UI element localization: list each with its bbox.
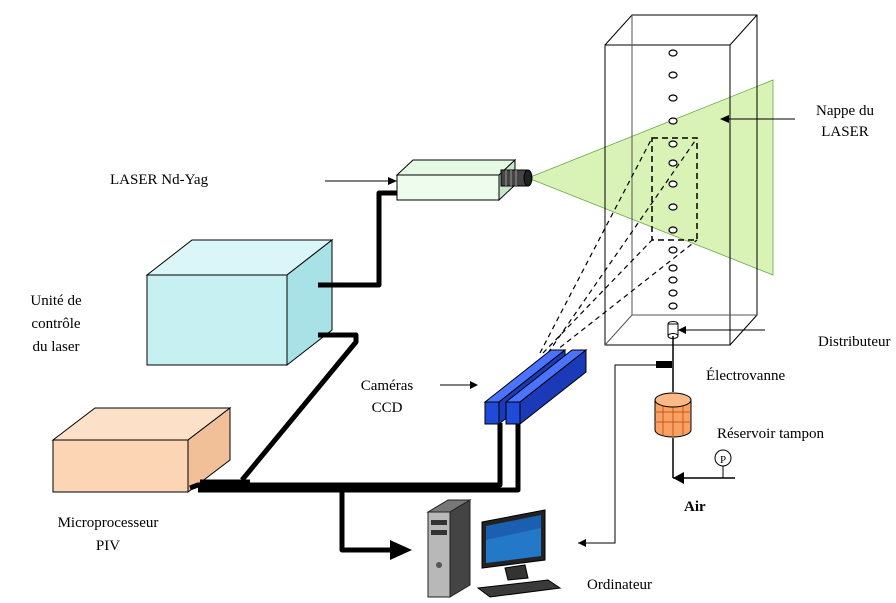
distributeur-nozzle (667, 321, 679, 339)
distributeur-arrowhead (678, 326, 686, 334)
laser-head (395, 158, 533, 202)
column (604, 14, 758, 346)
nappe-label-2: LASER (821, 124, 869, 140)
computer-label: Ordinateur (587, 577, 652, 593)
electrovanne-icon (656, 361, 672, 368)
bubbles (668, 49, 678, 310)
microprocessor-label-1: Microprocesseur (57, 515, 159, 531)
cables (189, 190, 521, 553)
cameras-label-1: Caméras (360, 378, 414, 394)
microprocessor-box (51, 406, 232, 494)
measurement-window (651, 137, 698, 241)
camera-view-lines (539, 137, 698, 354)
laser-pointer-arrowhead (388, 177, 397, 185)
distributeur-label: Distributeur (818, 334, 891, 350)
pressure-gauge-icon: P (714, 449, 732, 478)
reservoir-label: Réservoir tampon (717, 426, 825, 442)
gauge-label: P (720, 454, 726, 466)
control-unit-label-1: Unité de (30, 293, 82, 309)
air-arrowhead (673, 472, 684, 484)
cameras-label-2: CCD (371, 400, 403, 416)
signal-arrowhead (578, 539, 586, 547)
cameras-pointer-arrowhead (470, 381, 478, 389)
electrovanne-signal-line (578, 364, 656, 544)
microprocessor-label-2: PIV (95, 538, 121, 554)
ccd-cameras (483, 348, 588, 426)
control-unit-box (145, 238, 334, 367)
laser-label: LASER Nd-Yag (110, 172, 209, 188)
reservoir-icon (654, 392, 692, 438)
computer-icon (426, 499, 562, 598)
laser-sheet (526, 79, 774, 276)
nappe-label-1: Nappe du (816, 103, 874, 119)
computer-arrowhead (390, 540, 412, 560)
control-unit-label-3: du laser (32, 339, 80, 355)
air-label: Air (684, 499, 706, 515)
control-unit-label-2: contrôle (31, 316, 81, 332)
electrovanne-label: Électrovanne (706, 368, 786, 384)
nappe-pointer-arrowhead (720, 115, 729, 123)
